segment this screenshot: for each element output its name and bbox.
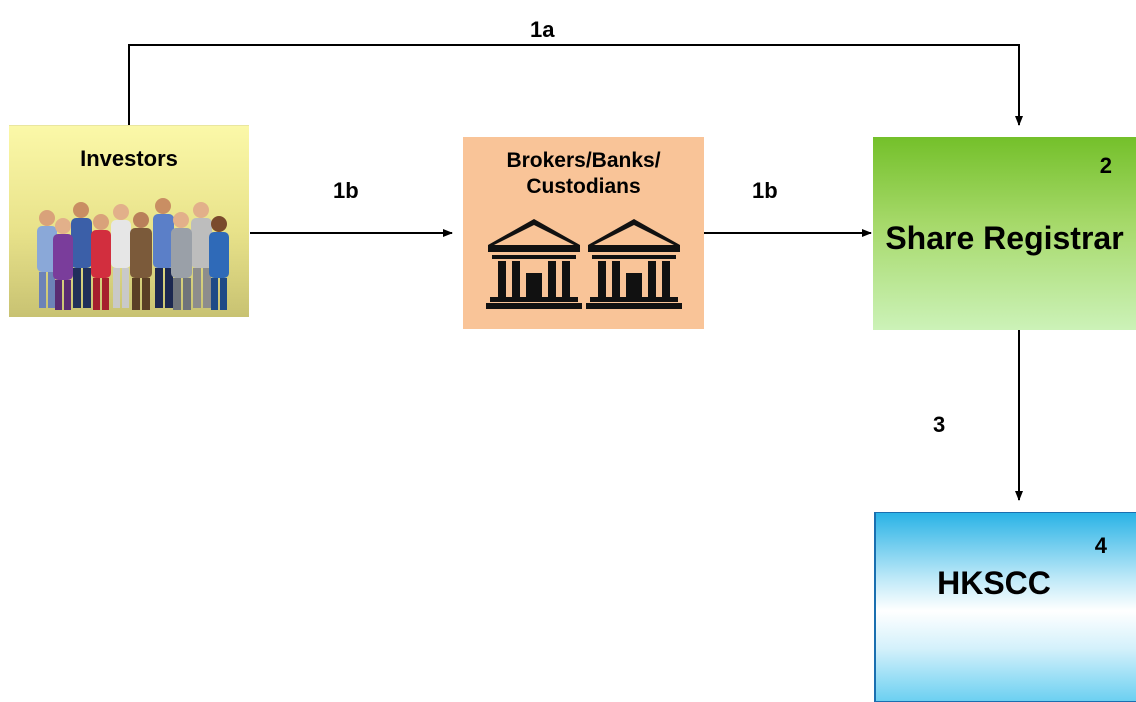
hkscc-number: 4 <box>1094 533 1107 558</box>
flow-label-3: 3 <box>933 412 946 437</box>
arrow-1a <box>128 44 1023 126</box>
brokers-title: Brokers/Banks/ Custodians <box>506 149 661 198</box>
hkscc-node: 4 HKSCC <box>874 512 1136 702</box>
flow-label-1b-left: 1b <box>333 178 359 203</box>
registrar-number: 2 <box>1099 153 1112 178</box>
investors-node: Investors <box>9 125 249 317</box>
flow-label-1a: 1a <box>530 17 555 42</box>
share-registrar-node: 2 Share Registrar <box>873 137 1136 330</box>
flow-label-1b-right: 1b <box>752 178 778 203</box>
brokers-node: Brokers/Banks/ Custodians <box>463 137 704 329</box>
group-of-people-icon <box>37 198 229 310</box>
registrar-title: Share Registrar <box>885 220 1124 256</box>
investors-title: Investors <box>80 146 178 171</box>
bank-building-icon <box>486 219 682 309</box>
hkscc-title: HKSCC <box>937 565 1051 601</box>
